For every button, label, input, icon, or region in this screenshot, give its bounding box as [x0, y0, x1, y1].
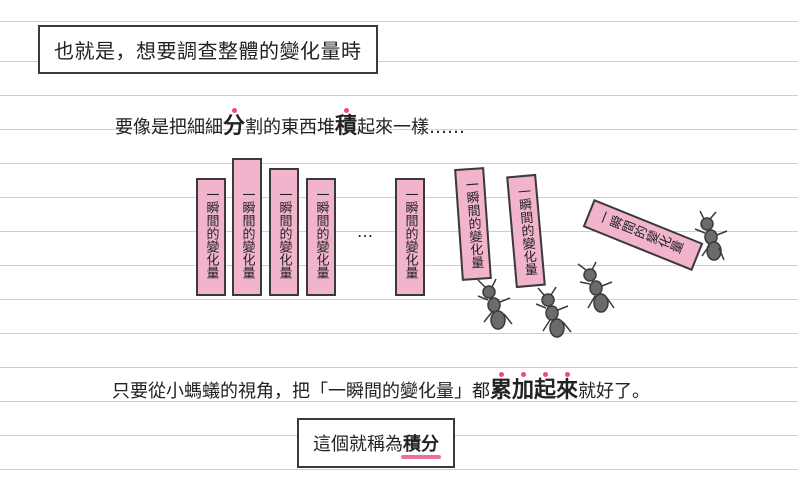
emphasis-qi: 起 — [534, 378, 557, 403]
emphasis-lai: 來 — [556, 378, 579, 403]
line1-mid: 割的東西堆 — [245, 117, 336, 138]
emphasis-ji: 積 — [335, 114, 358, 139]
conclusion-box: 這個就稱為積分 — [297, 418, 455, 468]
card-label: 一瞬間的變化量 — [462, 177, 484, 270]
line1-post: 起來一樣…… — [357, 117, 466, 138]
card-label: 一瞬間的變化量 — [402, 188, 418, 279]
line1-pre: 要像是把細細 — [115, 117, 223, 138]
explanation-line: 要像是把細細分割的東西堆積起來一樣…… — [115, 108, 465, 140]
title-text: 也就是，想要調查整體的變化量時 — [54, 39, 362, 63]
card-label: 一瞬間的變化量 — [313, 188, 329, 279]
title-box: 也就是，想要調查整體的變化量時 — [38, 25, 378, 74]
ellipsis: … — [357, 222, 375, 241]
card-label: 一瞬間的變化量 — [203, 188, 219, 279]
emphasis-fen: 分 — [223, 114, 246, 139]
bottom-post: 就好了。 — [578, 381, 651, 402]
change-card: 一瞬間的變化量 — [269, 168, 299, 296]
change-card: 一瞬間的變化量 — [395, 178, 425, 296]
bottom-pre: 只要從小螞蟻的視角，把「一瞬間的變化量」都 — [112, 381, 490, 402]
change-card: 一瞬間的變化量 — [232, 158, 262, 296]
emphasis-lei: 累 — [490, 378, 513, 403]
change-card: 一瞬間的變化量 — [196, 178, 226, 296]
card-label: 一瞬間的變化量 — [239, 188, 255, 279]
emphasis-jia: 加 — [512, 378, 535, 403]
change-card: 一瞬間的變化量 — [306, 178, 336, 296]
card-label: 一瞬間的變化量 — [276, 188, 292, 279]
ant-perspective-line: 只要從小螞蟻的視角，把「一瞬間的變化量」都累加起來就好了。 — [112, 372, 650, 404]
conclusion-pre: 這個就稱為 — [313, 434, 403, 455]
card-label: 一瞬間的變化量 — [514, 184, 538, 277]
integral-term: 積分 — [403, 434, 439, 455]
